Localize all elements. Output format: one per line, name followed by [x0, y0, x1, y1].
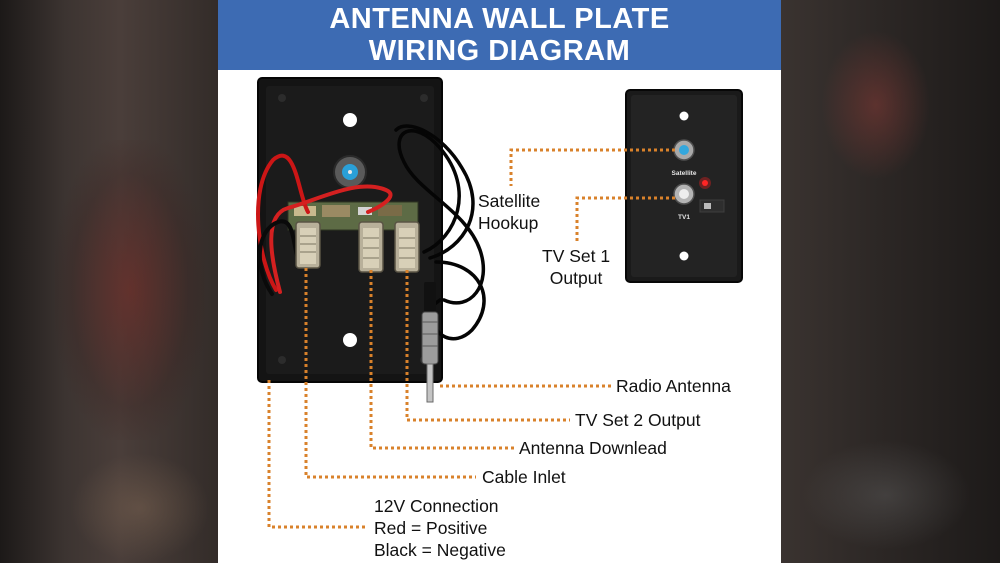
front-screw-hole-top	[679, 111, 689, 121]
diagram-panel: ANTENNA WALL PLATE WIRING DIAGRAM	[218, 0, 781, 563]
screw-hole-bottom	[343, 333, 357, 347]
callout-satellite-line-2: Hookup	[478, 213, 539, 233]
title-banner: ANTENNA WALL PLATE WIRING DIAGRAM	[218, 0, 781, 70]
title-line-2: WIRING DIAGRAM	[368, 35, 631, 67]
callout-satellite-line-1: Satellite	[478, 191, 541, 211]
title-line-1: ANTENNA WALL PLATE	[329, 3, 670, 35]
faceplate-satellite-label: Satellite	[672, 170, 697, 177]
power-wires	[256, 153, 393, 296]
callout-satellite-hookup: Satellite Hookup	[478, 190, 540, 234]
blurred-background-left	[0, 0, 218, 563]
screw-hole-top	[343, 113, 357, 127]
callout-tv1-line-1: TV Set 1	[542, 246, 611, 266]
leader-tv-set-1	[575, 196, 675, 241]
callout-cable-inlet: Cable Inlet	[482, 467, 566, 487]
radio-antenna-plug	[421, 282, 439, 403]
leader-tv-set-2	[405, 270, 570, 422]
callout-12v-line-1: 12V Connection	[374, 496, 499, 516]
leader-satellite	[509, 148, 675, 186]
callout-12v-line-2: Red = Positive	[374, 518, 488, 538]
antenna-cable	[394, 124, 486, 341]
wall-plate-front: Satellite TV1	[625, 89, 743, 283]
callout-tv-set-2-output: TV Set 2 Output	[575, 410, 701, 430]
callout-antenna-downlead: Antenna Downlead	[519, 438, 667, 458]
f-connectors	[295, 221, 420, 273]
leader-12v	[267, 380, 366, 529]
faceplate-tv1-label: TV1	[678, 214, 690, 221]
callout-12v-connection: 12V Connection Red = Positive Black = Ne…	[374, 495, 506, 561]
power-switch	[699, 199, 725, 213]
blurred-background-right	[781, 0, 1000, 563]
leader-lines	[267, 148, 675, 529]
front-screw-hole-bottom	[679, 251, 689, 261]
indicator-led	[702, 180, 708, 186]
callout-tv-set-1-output: TV Set 1 Output	[542, 245, 610, 289]
wiring-diagram: Satellite TV1	[256, 77, 743, 529]
callout-radio-antenna: Radio Antenna	[616, 376, 731, 396]
callout-tv1-line-2: Output	[549, 268, 603, 288]
callout-12v-line-3: Black = Negative	[374, 540, 506, 560]
